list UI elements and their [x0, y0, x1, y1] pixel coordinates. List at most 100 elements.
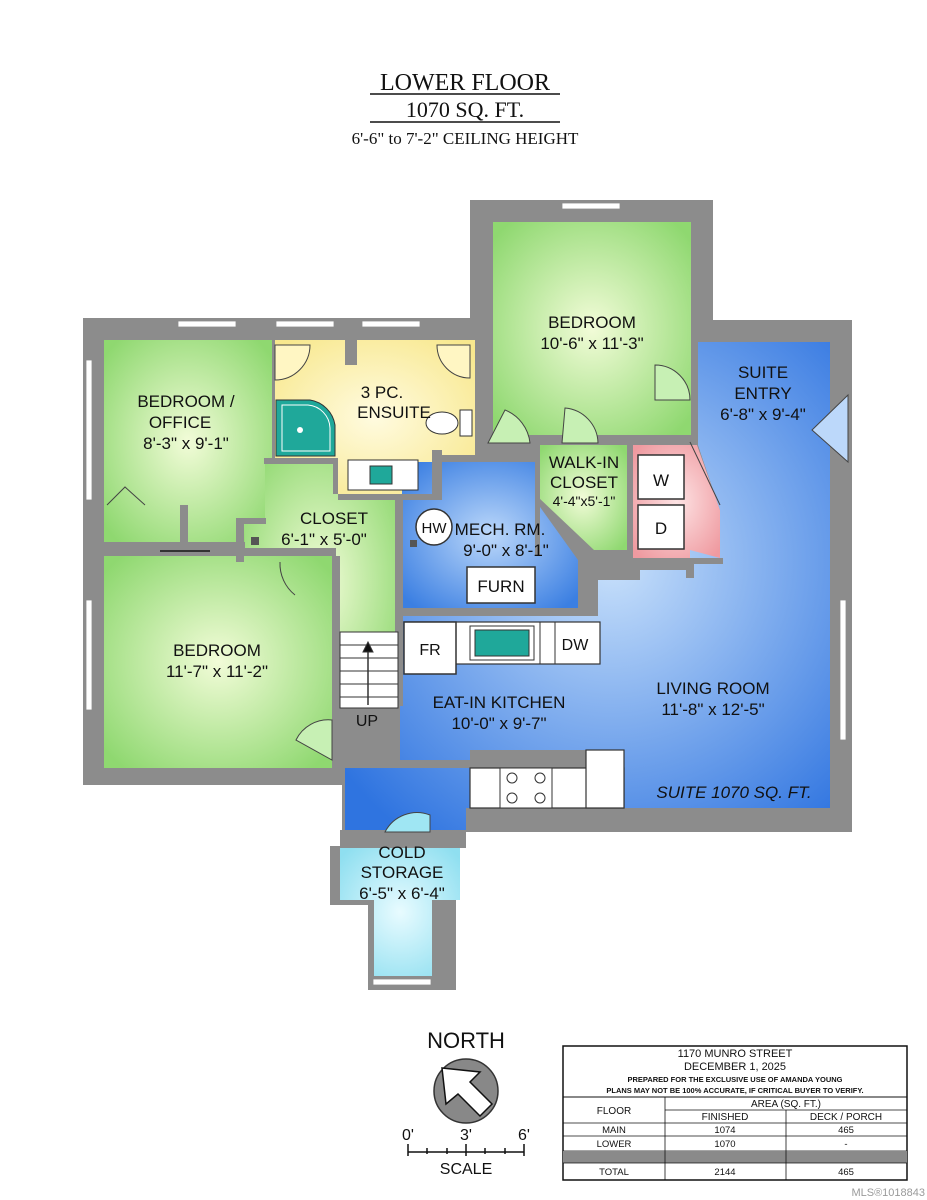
scale-3: 3' [460, 1127, 472, 1144]
label-bedroom-upper: BEDROOM [548, 313, 636, 332]
washer-box [637, 454, 685, 500]
window [372, 978, 432, 986]
row-lower-deck: - [844, 1139, 847, 1150]
burner [506, 792, 518, 804]
wall [535, 445, 540, 555]
col-deck: DECK / PORCH [810, 1112, 882, 1123]
label-suite-entry-1: SUITE [738, 363, 788, 382]
window [275, 320, 335, 328]
plan-title: LOWER FLOOR [380, 70, 550, 96]
area-summary-table: 1170 MUNRO STREET DECEMBER 1, 2025 PREPA… [562, 1045, 908, 1181]
label-suite-entry-2: ENTRY [734, 384, 791, 403]
scale-bar [407, 1144, 525, 1156]
room-kitchen-living [345, 342, 830, 830]
fridge-box [403, 621, 457, 675]
col-finished: FINISHED [702, 1112, 749, 1123]
wall [236, 518, 266, 524]
room-closet [245, 458, 395, 706]
plan-ceiling-height: 6'-6" to 7'-2" CEILING HEIGHT [352, 129, 579, 148]
scale-label: SCALE [440, 1161, 492, 1178]
row-total-label: TOTAL [599, 1167, 629, 1178]
label-walkin-1: WALK-IN [549, 453, 619, 472]
dishwasher-label: DW [562, 637, 590, 654]
compass-rose: NORTH 0' 3' 6' SCALE [402, 1028, 530, 1178]
label-closet: CLOSET [300, 509, 368, 528]
row-total-finished: 2144 [714, 1167, 735, 1178]
door-bedroom-upper [654, 364, 691, 401]
row-lower-floor: LOWER [597, 1139, 632, 1150]
col-area: AREA (SQ. FT.) [751, 1099, 821, 1110]
plan-header: LOWER FLOOR 1070 SQ. FT. 6'-6" to 7'-2" … [352, 70, 579, 148]
door-ensuite-left [274, 344, 311, 381]
fixtures: W D HW FURN FR DW [160, 340, 685, 809]
label-ensuite-1: 3 PC. [361, 383, 404, 402]
room-walkin [538, 445, 627, 550]
interior-walls [96, 200, 723, 848]
wall [633, 558, 723, 564]
wall [402, 608, 598, 616]
row-main-deck: 465 [838, 1125, 854, 1136]
room-bedroom-lower [104, 555, 332, 768]
door-closet [279, 561, 296, 596]
label-walkin-2: CLOSET [550, 473, 618, 492]
plan-area: 1070 SQ. FT. [406, 97, 524, 122]
wall [400, 760, 470, 768]
row-total-deck: 465 [838, 1167, 854, 1178]
wall [691, 222, 698, 442]
door-ensuite-right [436, 344, 471, 379]
label-cold-2: STORAGE [361, 863, 444, 882]
label-cold-1: COLD [378, 843, 425, 862]
door-ensuite-bed [487, 409, 531, 444]
window [85, 599, 93, 711]
wall [345, 340, 357, 365]
row-main-finished: 1074 [714, 1125, 735, 1136]
counter-return [585, 749, 625, 809]
dims-living: 11'-8" x 12'-5" [661, 700, 764, 719]
mls-watermark: MLS®1018843 [851, 1187, 925, 1199]
shower-drain [297, 427, 303, 433]
label-bedroom-lower: BEDROOM [173, 641, 261, 660]
wall [338, 494, 438, 500]
wall [340, 830, 466, 848]
room-cold-storage [340, 848, 460, 976]
wall [627, 445, 633, 557]
closet-post [251, 537, 259, 545]
stairs [339, 631, 399, 709]
scale-0: 0' [402, 1127, 414, 1144]
label-office-2: OFFICE [149, 413, 211, 432]
dims-mech: 9'-0" x 8'-1" [463, 541, 549, 560]
shower [275, 399, 336, 457]
dims-walkin: 4'-4"x5'-1" [553, 493, 616, 509]
toilet-bowl [425, 411, 459, 435]
table-date: DECEMBER 1, 2025 [684, 1061, 786, 1073]
burner [534, 772, 546, 784]
door-bedroom-lower [295, 719, 333, 761]
door-office [106, 486, 146, 506]
dryer-box [637, 504, 685, 550]
windows [85, 202, 847, 986]
label-mech: MECH. RM. [455, 520, 546, 539]
window [839, 599, 847, 741]
wall [395, 494, 403, 706]
table-note-1: PREPARED FOR THE EXCLUSIVE USE OF AMANDA… [627, 1075, 842, 1084]
stairs-up-label: UP [356, 713, 378, 730]
fridge-label: FR [419, 642, 440, 659]
label-kitchen: EAT-IN KITCHEN [433, 693, 566, 712]
furnace-box [466, 566, 536, 604]
row-lower-finished: 1070 [714, 1139, 735, 1150]
label-living: LIVING ROOM [656, 679, 769, 698]
sink [369, 465, 393, 485]
wall [236, 518, 244, 562]
wall [686, 558, 694, 578]
dims-office: 8'-3" x 9'-1" [143, 434, 229, 453]
dryer-label: D [655, 519, 667, 538]
toilet-tank [459, 409, 473, 437]
wall [104, 768, 340, 776]
hot-water-tank [415, 508, 453, 546]
col-floor: FLOOR [597, 1106, 631, 1117]
wall [432, 450, 442, 500]
window [361, 320, 421, 328]
table-shaded-band [563, 1151, 907, 1163]
label-suite-area: SUITE 1070 SQ. FT. [656, 783, 811, 802]
